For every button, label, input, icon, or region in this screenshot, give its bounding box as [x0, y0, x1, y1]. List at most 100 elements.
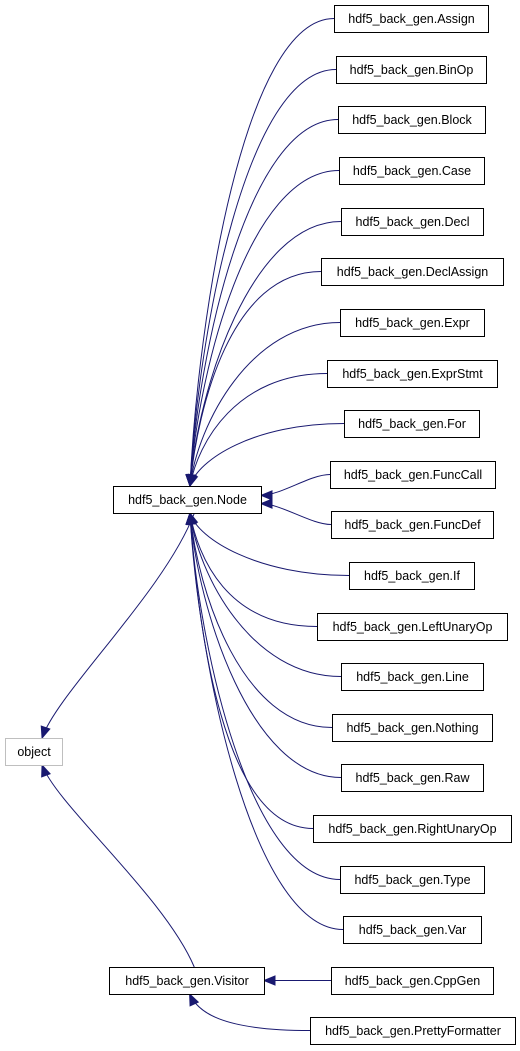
class-node-box: [336, 56, 487, 84]
class-node-label: hdf5_back_gen.DeclAssign: [337, 265, 489, 279]
class-node-label: hdf5_back_gen.Case: [353, 164, 471, 178]
class-node-label: hdf5_back_gen.Expr: [355, 316, 470, 330]
class-node-box: [317, 613, 508, 641]
class-node-hdf5-back-gen-binop[interactable]: hdf5_back_gen.BinOp: [336, 56, 487, 84]
class-node-hdf5-back-gen-node[interactable]: hdf5_back_gen.Node: [113, 486, 262, 514]
nodes-layer: object hdf5_back_gen.Node hdf5_back_gen.Vi…: [5, 5, 516, 1045]
class-node-label: hdf5_back_gen.Type: [354, 873, 470, 887]
class-node-box: [343, 916, 482, 944]
edge-for-to-node: [189, 423, 345, 487]
class-node-label: hdf5_back_gen.FuncCall: [344, 468, 482, 482]
edge-type-to-node: [189, 512, 341, 880]
class-node-hdf5-back-gen-leftunaryop[interactable]: hdf5_back_gen.LeftUnaryOp: [317, 613, 508, 641]
class-node-box: [109, 967, 265, 995]
class-node-box: [327, 360, 498, 388]
edge-expr-to-node: [189, 322, 341, 487]
class-node-hdf5-back-gen-visitor[interactable]: hdf5_back_gen.Visitor: [109, 967, 265, 995]
class-node-box: [349, 562, 475, 590]
class-node-hdf5-back-gen-for[interactable]: hdf5_back_gen.For: [344, 410, 480, 438]
edges-layer: [40, 18, 350, 1031]
class-node-hdf5-back-gen-declassign[interactable]: hdf5_back_gen.DeclAssign: [321, 258, 504, 286]
class-node-label: hdf5_back_gen.Raw: [356, 771, 471, 785]
class-node-hdf5-back-gen-line[interactable]: hdf5_back_gen.Line: [341, 663, 484, 691]
class-node-hdf5-back-gen-funcdef[interactable]: hdf5_back_gen.FuncDef: [331, 511, 494, 539]
class-node-label: hdf5_back_gen.PrettyFormatter: [325, 1024, 501, 1038]
arrowhead-cppgen-to-visitor: [262, 975, 276, 986]
arrowhead-funcdef-to-node: [259, 498, 273, 509]
class-node-box: [313, 815, 512, 843]
edge-decl-to-node: [189, 221, 342, 487]
class-node-box: [334, 5, 489, 33]
class-node-hdf5-back-gen-if[interactable]: hdf5_back_gen.If: [349, 562, 475, 590]
class-node-label: hdf5_back_gen.RightUnaryOp: [328, 822, 496, 836]
class-node-object[interactable]: object: [5, 738, 63, 766]
class-node-box: [113, 486, 262, 514]
arrowhead-var-to-node: [185, 511, 196, 525]
class-node-hdf5-back-gen-type[interactable]: hdf5_back_gen.Type: [340, 866, 485, 894]
class-node-box: [321, 258, 504, 286]
edge-assign-to-node: [189, 18, 335, 487]
class-node-label: hdf5_back_gen.FuncDef: [344, 518, 481, 532]
edge-exprstmt-to-node: [189, 373, 328, 487]
class-node-box: [331, 967, 494, 995]
edge-node-to-object: [41, 512, 195, 739]
class-node-label: hdf5_back_gen.Nothing: [346, 721, 478, 735]
class-node-label: hdf5_back_gen.Assign: [348, 12, 475, 26]
edge-raw-to-node: [189, 512, 342, 778]
arrowhead-for-to-node: [188, 473, 199, 488]
class-node-hdf5-back-gen-decl[interactable]: hdf5_back_gen.Decl: [341, 208, 484, 236]
class-node-box: [310, 1017, 516, 1045]
class-node-box: [332, 714, 493, 742]
class-node-label: hdf5_back_gen.Decl: [356, 215, 470, 229]
class-node-label: hdf5_back_gen.LeftUnaryOp: [333, 620, 493, 634]
class-node-label: hdf5_back_gen.If: [364, 569, 460, 583]
class-node-box: [330, 461, 496, 489]
arrowhead-funccall-to-node: [259, 490, 273, 501]
class-node-hdf5-back-gen-prettyformatter[interactable]: hdf5_back_gen.PrettyFormatter: [310, 1017, 516, 1045]
edge-var-to-node: [189, 512, 344, 930]
class-node-box: [338, 106, 486, 134]
class-node-label: hdf5_back_gen.ExprStmt: [342, 367, 483, 381]
class-node-box: [344, 410, 480, 438]
class-node-label: hdf5_back_gen.CppGen: [345, 974, 481, 988]
class-node-hdf5-back-gen-raw[interactable]: hdf5_back_gen.Raw: [341, 764, 484, 792]
edge-declassign-to-node: [189, 271, 322, 487]
edge-nothing-to-node: [189, 512, 333, 728]
edge-prettyformatter-to-visitor: [189, 993, 311, 1031]
class-node-box: [341, 764, 484, 792]
class-node-hdf5-back-gen-cppgen[interactable]: hdf5_back_gen.CppGen: [331, 967, 494, 995]
edge-line-to-node: [189, 512, 342, 677]
class-node-hdf5-back-gen-block[interactable]: hdf5_back_gen.Block: [338, 106, 486, 134]
arrowhead-node-to-object: [40, 725, 51, 740]
class-node-label: hdf5_back_gen.Block: [352, 113, 472, 127]
edge-rightunaryop-to-node: [189, 512, 314, 829]
class-node-hdf5-back-gen-nothing[interactable]: hdf5_back_gen.Nothing: [332, 714, 493, 742]
class-node-hdf5-back-gen-funccall[interactable]: hdf5_back_gen.FuncCall: [330, 461, 496, 489]
class-node-box: [341, 208, 484, 236]
edge-visitor-to-object: [41, 764, 195, 968]
class-node-hdf5-back-gen-rightunaryop[interactable]: hdf5_back_gen.RightUnaryOp: [313, 815, 512, 843]
class-node-hdf5-back-gen-assign[interactable]: hdf5_back_gen.Assign: [334, 5, 489, 33]
class-node-hdf5-back-gen-case[interactable]: hdf5_back_gen.Case: [339, 157, 485, 185]
class-node-box: [339, 157, 485, 185]
class-node-hdf5-back-gen-exprstmt[interactable]: hdf5_back_gen.ExprStmt: [327, 360, 498, 388]
class-node-box: [331, 511, 494, 539]
class-node-hdf5-back-gen-expr[interactable]: hdf5_back_gen.Expr: [340, 309, 485, 337]
class-node-hdf5-back-gen-var[interactable]: hdf5_back_gen.Var: [343, 916, 482, 944]
class-node-label: hdf5_back_gen.Var: [359, 923, 467, 937]
edge-case-to-node: [189, 170, 340, 487]
arrowhead-prettyformatter-to-visitor: [189, 992, 200, 1007]
arrowhead-visitor-to-object: [41, 763, 51, 778]
edge-if-to-node: [189, 512, 350, 576]
edge-leftunaryop-to-node: [189, 512, 318, 627]
class-node-label: hdf5_back_gen.Visitor: [125, 974, 248, 988]
class-node-label: hdf5_back_gen.BinOp: [350, 63, 474, 77]
class-node-box: [5, 738, 63, 766]
class-node-label: hdf5_back_gen.Line: [356, 670, 469, 684]
class-node-box: [340, 866, 485, 894]
class-node-label: hdf5_back_gen.Node: [128, 493, 247, 507]
class-node-label: object: [17, 745, 51, 759]
class-node-box: [341, 663, 484, 691]
edge-block-to-node: [189, 119, 339, 487]
